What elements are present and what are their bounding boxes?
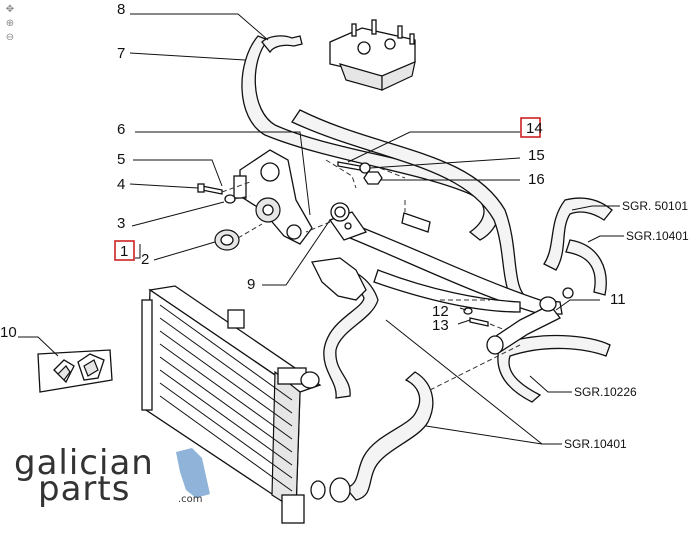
callouts: 8 7 6 5 4 3 1 2 9 10 14 15 16 11 12 13 xyxy=(0,1,626,341)
callout-15: 15 xyxy=(528,147,545,164)
callout-4: 4 xyxy=(117,176,125,193)
hose-small-8 xyxy=(261,35,303,54)
bolt-13 xyxy=(469,317,489,327)
callout-13: 13 xyxy=(432,317,449,334)
callout-8: 8 xyxy=(117,1,125,18)
hose-curve-upper xyxy=(543,197,613,296)
callout-2: 2 xyxy=(141,251,149,268)
callout-7: 7 xyxy=(117,45,125,62)
bolt-4 xyxy=(197,183,223,195)
ref-sgr-10226[interactable]: SGR.10226 xyxy=(574,385,637,399)
logo-line2: parts xyxy=(38,469,130,509)
callout-14: 14 xyxy=(526,120,543,137)
callout-3: 3 xyxy=(117,215,125,232)
callout-16: 16 xyxy=(528,171,545,188)
callout-1: 1 xyxy=(120,243,128,260)
hose-bottom-s xyxy=(329,371,434,503)
clip-10 xyxy=(37,349,113,393)
galicia-map-icon xyxy=(176,448,210,498)
washer-12 xyxy=(463,307,473,315)
hose-long-7 xyxy=(241,35,500,241)
callout-6: 6 xyxy=(117,121,125,138)
water-pump xyxy=(233,149,313,245)
gasket-9 xyxy=(330,202,350,222)
ref-sgr-10401-bottom[interactable]: SGR.10401 xyxy=(564,437,627,451)
zoom-out-icon[interactable]: ⊖ xyxy=(5,32,15,43)
thermostat-housing xyxy=(329,19,416,91)
leader-lines xyxy=(18,13,624,445)
ref-sgr-10401-top[interactable]: SGR.10401 xyxy=(626,229,689,243)
connector-upper-left xyxy=(311,257,367,301)
group-references: SGR. 50101 SGR.10401 SGR.10226 SGR.10401 xyxy=(564,199,689,451)
logo-domain: .com xyxy=(178,494,203,505)
pulley-2 xyxy=(214,229,240,251)
washer-3 xyxy=(224,194,236,204)
metal-pipe xyxy=(328,211,574,355)
callout-5: 5 xyxy=(117,151,125,168)
nut-16 xyxy=(363,171,383,185)
callout-12: 12 xyxy=(432,303,449,320)
callout-11: 11 xyxy=(610,291,626,308)
logo-line1: galician xyxy=(14,443,154,483)
zoom-toolbar: ✥ ⊕ ⊖ xyxy=(4,4,18,46)
highlight-box-14 xyxy=(520,117,541,138)
ref-sgr-50101[interactable]: SGR. 50101 xyxy=(622,199,688,213)
callout-9: 9 xyxy=(247,276,255,293)
zoom-in-icon[interactable]: ⊕ xyxy=(5,18,15,29)
move-icon[interactable]: ✥ xyxy=(5,4,15,15)
stud-14 xyxy=(337,161,361,171)
galicianparts-logo: galician parts .com xyxy=(14,443,210,509)
highlight-box-1 xyxy=(114,240,135,261)
callout-10: 10 xyxy=(0,324,17,341)
hose-lower-s xyxy=(321,266,379,399)
radiator xyxy=(141,285,326,524)
